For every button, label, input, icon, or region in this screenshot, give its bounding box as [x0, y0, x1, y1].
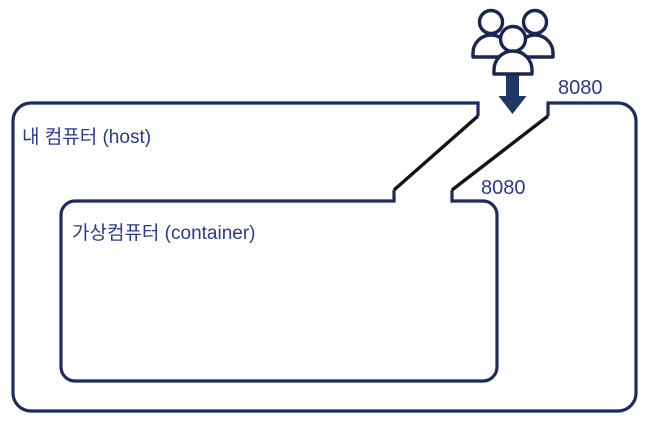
host-box-label: 내 컴퓨터 (host) — [22, 127, 152, 148]
container-box-label: 가상컴퓨터 (container) — [72, 223, 256, 244]
host-box — [11, 101, 638, 413]
down-arrow-icon — [498, 72, 527, 114]
port-mapping-line-right — [450, 114, 550, 192]
host-port-label: 8080 — [558, 77, 603, 99]
user-center-body — [492, 49, 534, 76]
container-port-label: 8080 — [481, 177, 526, 199]
users-icon — [471, 8, 555, 76]
user-left-head — [477, 8, 505, 36]
container-box — [59, 199, 499, 383]
user-center-head — [498, 24, 528, 54]
user-right-head — [521, 8, 549, 36]
port-mapping-line-left — [392, 114, 480, 192]
